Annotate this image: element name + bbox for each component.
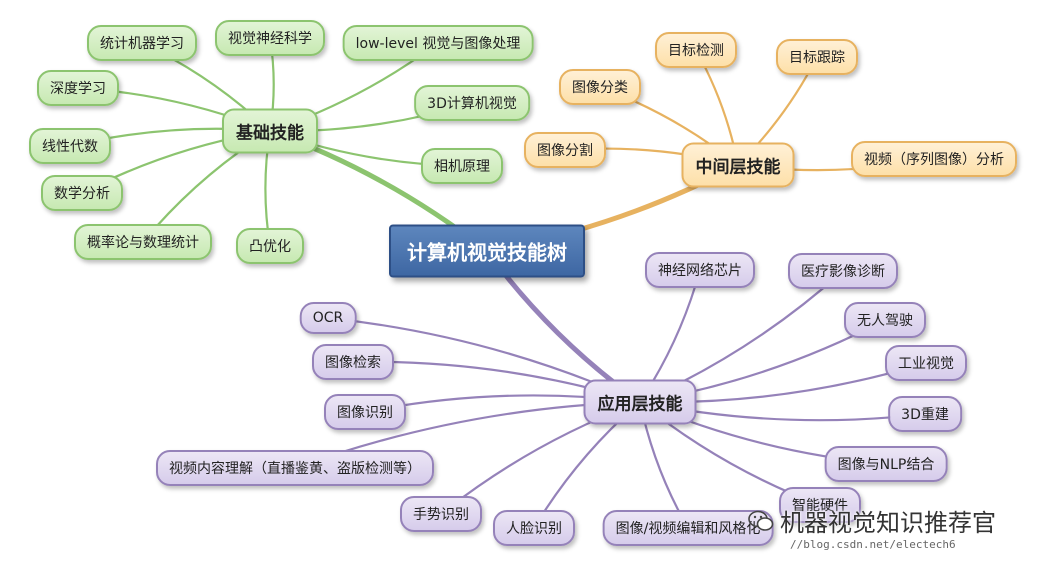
leaf-video-understanding: 视频内容理解（直播鉴黄、盗版检测等） <box>156 450 434 486</box>
branch-basic-skills: 基础技能 <box>222 108 318 154</box>
leaf-object-detection: 目标检测 <box>655 32 737 68</box>
leaf-probability-statistics: 概率论与数理统计 <box>74 224 212 260</box>
root-node: 计算机视觉技能树 <box>389 224 585 278</box>
leaf-image-segmentation: 图像分割 <box>524 132 606 168</box>
wechat-icon <box>748 510 774 531</box>
leaf-visual-neuroscience: 视觉神经科学 <box>215 20 325 56</box>
leaf-deep-learning: 深度学习 <box>37 70 119 106</box>
leaf-object-tracking: 目标跟踪 <box>776 39 858 75</box>
watermark-text: 机器视觉知识推荐官 <box>780 509 996 537</box>
leaf-ocr: OCR <box>299 302 357 334</box>
leaf-image-classification: 图像分类 <box>559 69 641 105</box>
watermark: 机器视觉知识推荐官 <box>748 503 996 538</box>
leaf-mathematical-analysis: 数学分析 <box>41 175 123 211</box>
leaf-camera-principles: 相机原理 <box>421 148 503 184</box>
leaf-image-video-editing: 图像/视频编辑和风格化 <box>602 510 774 546</box>
leaf-linear-algebra: 线性代数 <box>29 128 111 164</box>
leaf-nn-chip: 神经网络芯片 <box>645 252 755 288</box>
leaf-face-recognition: 人脸识别 <box>493 510 575 546</box>
leaf-medical-imaging: 医疗影像诊断 <box>788 253 898 289</box>
leaf-image-retrieval: 图像检索 <box>312 344 394 380</box>
branch-middle-skills: 中间层技能 <box>681 142 795 188</box>
leaf-image-nlp: 图像与NLP结合 <box>824 446 948 482</box>
leaf-3d-reconstruction: 3D重建 <box>888 396 962 432</box>
leaf-statistical-ml: 统计机器学习 <box>87 25 197 61</box>
branch-application-skills: 应用层技能 <box>583 379 697 425</box>
leaf-video-analysis: 视频（序列图像）分析 <box>851 141 1017 177</box>
leaf-convex-optimization: 凸优化 <box>236 228 304 264</box>
source-url: //blog.csdn.net/electech6 <box>790 538 956 551</box>
leaf-smart-hardware: 智能硬件 <box>779 487 861 523</box>
leaf-3d-cv: 3D计算机视觉 <box>414 85 530 121</box>
leaf-industrial-vision: 工业视觉 <box>885 345 967 381</box>
leaf-gesture-recognition: 手势识别 <box>400 496 482 532</box>
leaf-autonomous-driving: 无人驾驶 <box>844 302 926 338</box>
leaf-image-recognition: 图像识别 <box>324 394 406 430</box>
leaf-low-level-vision: low-level 视觉与图像处理 <box>342 25 534 61</box>
